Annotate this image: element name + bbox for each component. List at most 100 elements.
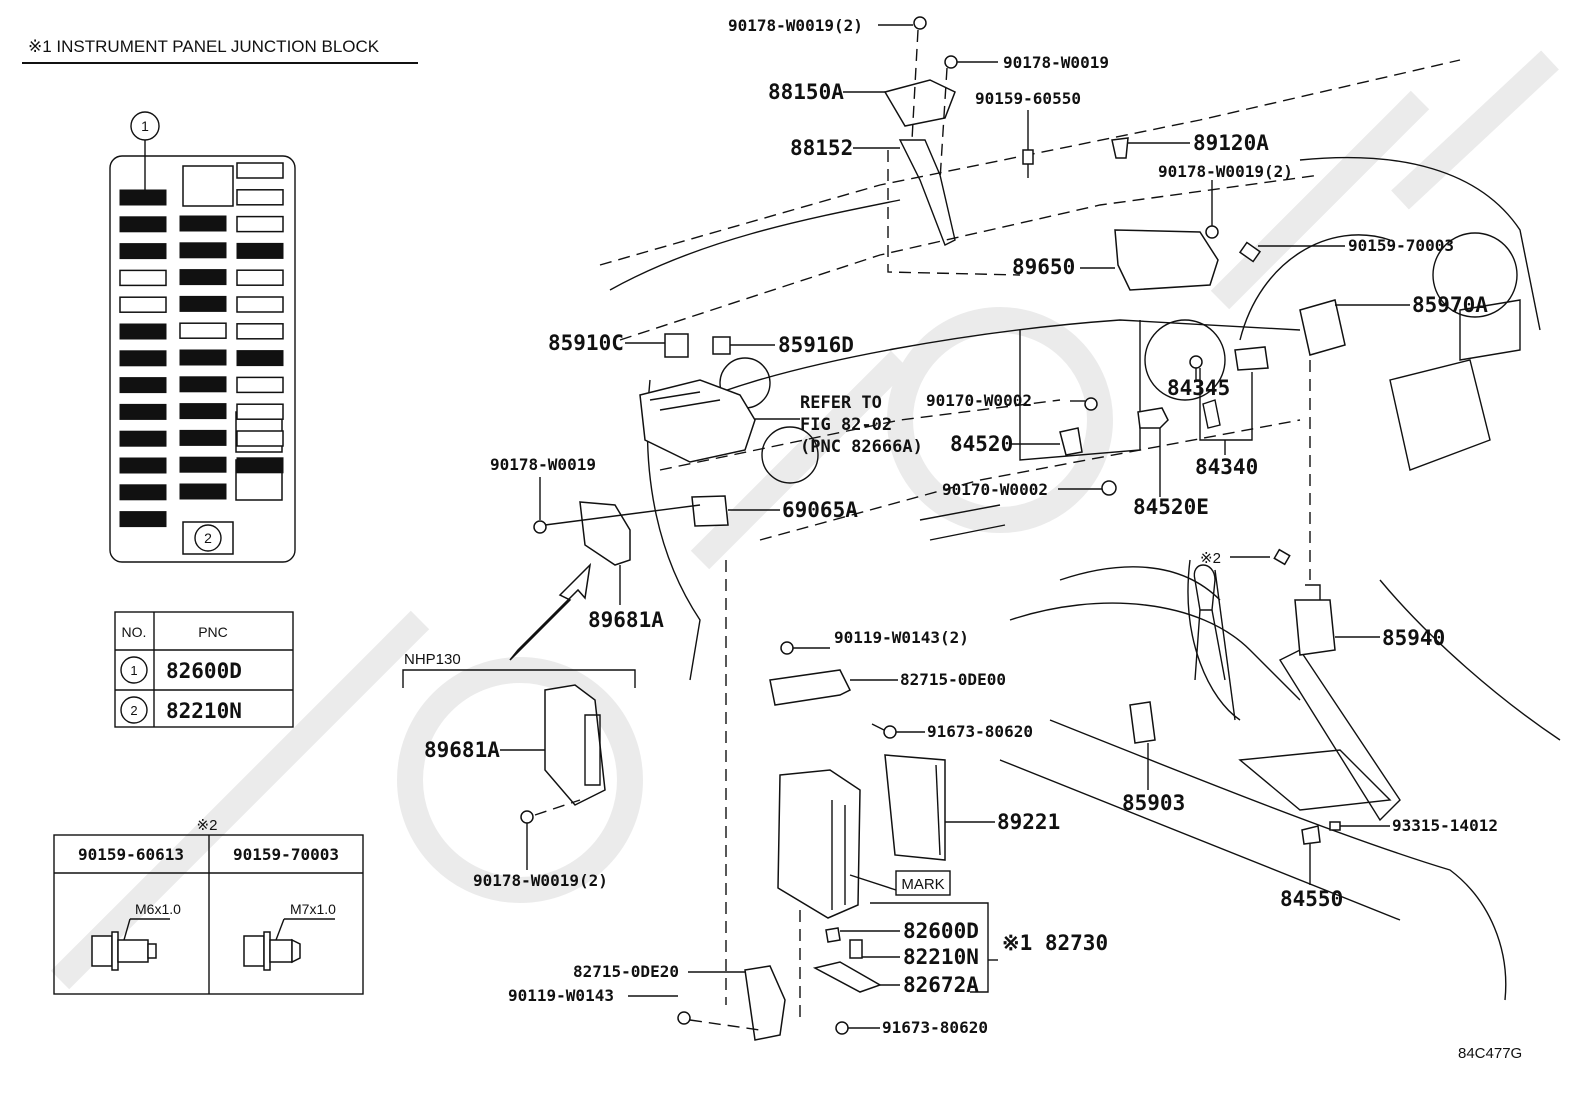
callout-2: [194, 524, 222, 552]
part-label[interactable]: 90159-60550: [975, 89, 1081, 108]
part-label[interactable]: 82715-0DE20: [573, 962, 679, 981]
part-label[interactable]: 85903: [1122, 791, 1185, 815]
bolt-m7-icon: [243, 918, 335, 971]
part-label[interactable]: 84550: [1280, 887, 1343, 911]
part-label[interactable]: 84520: [950, 432, 1013, 456]
part-label[interactable]: 88150A: [768, 80, 844, 104]
part-labels: 90178-W0019(2) 90178-W0019 88150A 90159-…: [424, 16, 1498, 1037]
part-label[interactable]: 89681A: [588, 608, 664, 632]
part-label[interactable]: 84340: [1195, 455, 1258, 479]
fuse-slot: [119, 350, 167, 367]
junction-block-82730: [725, 560, 861, 1020]
clip-84550: [1301, 821, 1341, 845]
part-label[interactable]: 84520E: [1133, 495, 1209, 519]
shift-lever: [1193, 564, 1226, 681]
fuse-82600d: [825, 927, 841, 943]
module-89681a-lower: [520, 684, 606, 824]
junction-block-diagram: 1 2: [109, 111, 296, 563]
fuse-slot: [179, 269, 227, 286]
bolt-part-number[interactable]: 90159-60613: [78, 845, 184, 864]
pnc-header-no: NO.: [122, 624, 147, 640]
fuse-slot: [119, 189, 167, 206]
pnc-row-no: 2: [130, 703, 137, 718]
bracket-82715-0de00: [769, 641, 852, 706]
part-label[interactable]: 90178-W0019(2): [728, 16, 863, 35]
part-label[interactable]: 85940: [1382, 626, 1445, 650]
part-label[interactable]: 90178-W0019: [1003, 53, 1109, 72]
part-label[interactable]: 90159-70003: [1348, 236, 1454, 255]
part-label[interactable]: 89650: [1012, 255, 1075, 279]
part-label[interactable]: 82210N: [903, 945, 979, 969]
part-label[interactable]: 90178-W0019(2): [1158, 162, 1293, 181]
fuse-slot: [236, 242, 284, 259]
fuse-grid: [119, 162, 284, 528]
part-label[interactable]: 82672A: [903, 973, 979, 997]
mark-indicator: MARK: [849, 870, 951, 896]
part-label[interactable]: 90178-W0019: [490, 455, 596, 474]
module-85940: [1294, 584, 1336, 656]
fuse-slot: [236, 215, 284, 233]
pnc-row-callout: [120, 656, 148, 684]
pnc-row-no: 1: [130, 663, 137, 678]
part-label[interactable]: 82715-0DE00: [900, 670, 1006, 689]
part-label[interactable]: 85970A: [1412, 293, 1488, 317]
part-label[interactable]: 82600D: [903, 919, 979, 943]
pnc-row-value[interactable]: 82210N: [166, 699, 242, 723]
fuse-slot: [236, 323, 284, 340]
fuse-slot: [179, 403, 227, 420]
fuse-slot: [119, 403, 167, 420]
callout-2-label: 2: [204, 530, 212, 546]
part-label[interactable]: 84345: [1167, 376, 1230, 400]
bolt-thread-spec: M6x1.0: [135, 901, 181, 917]
part-label[interactable]: 91673-80620: [927, 722, 1033, 741]
fuse-slot: [119, 377, 167, 394]
fuse-slot: [179, 429, 227, 446]
callout-1-label: 1: [141, 118, 149, 134]
part-label[interactable]: 85916D: [778, 333, 854, 357]
pnc-table-border: [114, 611, 294, 728]
part-label[interactable]: 89221: [997, 810, 1060, 834]
part-label[interactable]: 90170-W0002: [942, 480, 1048, 499]
figure-id: 84C477G: [1458, 1045, 1522, 1062]
part-label[interactable]: 90119-W0143(2): [834, 628, 969, 647]
part-label[interactable]: 93315-14012: [1392, 816, 1498, 835]
leader-lines: [500, 24, 1410, 1029]
pnc-row-callout: [120, 696, 148, 724]
relay-85910c: [664, 333, 689, 358]
part-label[interactable]: 90178-W0019(2): [473, 871, 608, 890]
fuse-slot: [119, 216, 167, 233]
view-arrow: [509, 562, 592, 661]
junction-block-outline: [109, 155, 296, 563]
fuse-slot: [119, 269, 167, 287]
bolt-thread-spec: M7x1.0: [290, 901, 336, 917]
variant-label: NHP130: [404, 651, 461, 668]
junction-block-82666a: [639, 379, 756, 463]
bracket-82715-0de20: [677, 965, 849, 1041]
part-label[interactable]: 85910C: [548, 331, 624, 355]
part-label[interactable]: 89120A: [1193, 131, 1269, 155]
clip-89120a: [1111, 137, 1129, 159]
reference-note-line1: REFER TO: [800, 393, 882, 413]
part-label[interactable]: 91673-80620: [882, 1018, 988, 1037]
relay-block-top: [182, 165, 234, 207]
cover-82672a: [812, 961, 882, 993]
group-label-82730[interactable]: ※1 82730: [1002, 931, 1108, 955]
fuse-slot: [236, 403, 284, 420]
fuse-slot: [179, 242, 227, 259]
relay-85916d: [712, 336, 731, 355]
fuse-slot: [119, 296, 167, 313]
part-label[interactable]: 90170-W0002: [926, 391, 1032, 410]
pnc-row-value[interactable]: 82600D: [166, 659, 242, 683]
fuse-slot: [119, 243, 167, 260]
part-label[interactable]: 89681A: [424, 738, 500, 762]
part-label[interactable]: 90119-W0143: [508, 986, 614, 1005]
part-label[interactable]: 69065A: [782, 498, 858, 522]
reference-note-line2: FIG 82-02: [800, 415, 892, 435]
fuse-slot: [236, 189, 284, 206]
pnc-table: NO. PNC 1 82600D 2 82210N: [114, 611, 294, 728]
bolt-part-number[interactable]: 90159-70003: [233, 845, 339, 864]
part-label[interactable]: 88152: [790, 136, 853, 160]
nhp130-bracket: [402, 669, 636, 688]
mark-label: MARK: [901, 876, 944, 893]
switch-85903: [1129, 701, 1156, 790]
